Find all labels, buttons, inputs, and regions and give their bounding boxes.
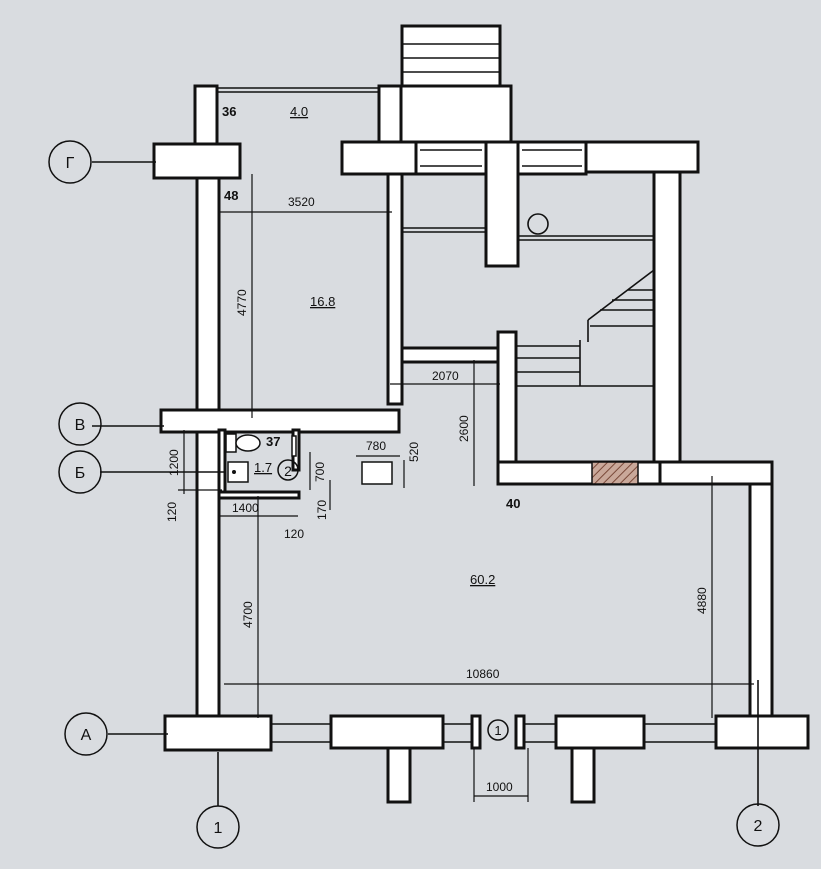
wall-axis-v [159,408,401,434]
wc-wall-left [217,428,227,498]
room-40-area: 60.2 [470,572,495,587]
dim-label-2070: 2070 [432,369,459,383]
stair-diagonal [587,269,655,321]
dim-label-1200: 1200 [167,449,181,476]
walls [152,24,810,804]
room-37-area: 1.7 [254,460,272,475]
wall-core-top-left [340,140,418,176]
dimension-lines [178,174,754,802]
axis-bubble-v [58,402,102,446]
dim-label-3520: 3520 [288,195,315,209]
room-36-area: 4.0 [290,104,308,119]
dim-label-1000: 1000 [486,780,513,794]
wall-stair-left [496,330,518,474]
riser-circle [527,213,549,235]
wall-left-upper [195,176,221,432]
wc-marker-circle [277,459,299,481]
wash-basin [227,461,249,483]
axis-bubble-b [58,450,102,494]
room-48-number: 48 [224,188,238,203]
wall-corridor-left [386,172,404,406]
wall-core-window-right [516,140,588,176]
basin-drain [232,470,236,474]
wall-core-middle [484,140,520,268]
pilaster-right [570,746,596,804]
dim-label-700: 700 [313,462,327,482]
dim-label-170: 170 [315,500,329,520]
axis-label-g: Г [66,155,75,172]
toilet-bowl [235,434,261,452]
axis-label-1: 1 [214,820,223,837]
dim-label-520: 520 [407,442,421,462]
axis-bubble-a [64,712,108,756]
room-48-area: 16.8 [310,294,335,309]
object-780x520 [361,461,393,485]
wall-axis-a-left [163,714,273,752]
axis-bubble-2 [736,803,780,847]
dim-label-780: 780 [366,439,386,453]
room-40-number: 40 [506,496,520,511]
dim-label-4700: 4700 [241,601,255,628]
wall-bottom-pier-left [329,714,445,750]
wall-right-upper [652,170,682,464]
wall-left-lower [195,428,221,722]
axis-label-b: Б [75,465,86,482]
wc-wall-bottom [217,490,301,500]
dim-label-4880: 4880 [695,587,709,614]
pilaster-left [386,746,412,804]
axis-bubble-g [48,140,92,184]
dim-label-120-left: 120 [165,502,179,522]
wall-bottom-pier-right [554,714,646,750]
wall-36-right [377,84,403,146]
room-37-number: 37 [266,434,280,449]
dim-label-2600: 2600 [457,415,471,442]
wc-door [291,435,297,457]
fixtures [225,433,393,485]
dim-label-1400: 1400 [232,501,259,515]
dim-label-4770: 4770 [235,289,249,316]
door-jamb-left [470,714,482,750]
axis-label-2: 2 [754,818,763,835]
wall-corridor-bottom [400,346,500,364]
door-jamb-right [514,714,526,750]
wall-core-window-left [414,140,488,176]
room-36-number: 36 [222,104,236,119]
entrance-marker-label: 1 [494,723,501,738]
wall-core-top [399,84,513,144]
wall-36-left [193,84,219,146]
toilet-tank [225,433,237,453]
axis-label-a: А [81,727,92,744]
axis-bubble-1 [196,805,240,849]
wc-marker-label: 2 [284,463,292,479]
dim-label-10860: 10860 [466,667,500,681]
axes [48,140,780,849]
axis-label-v: В [75,417,86,434]
dim-label-120-bottom: 120 [284,527,304,541]
wall-axis-g-left [152,142,242,180]
labels: Г В Б А 1 2 36 4.0 48 16.8 37 1.7 40 60.… [66,104,763,837]
entrance-marker-circle [487,719,509,741]
wall-right-step [658,460,774,486]
hatched-wall-section [591,461,639,485]
wall-core-top-right [584,140,700,174]
wall-axis-a-right [714,714,810,750]
